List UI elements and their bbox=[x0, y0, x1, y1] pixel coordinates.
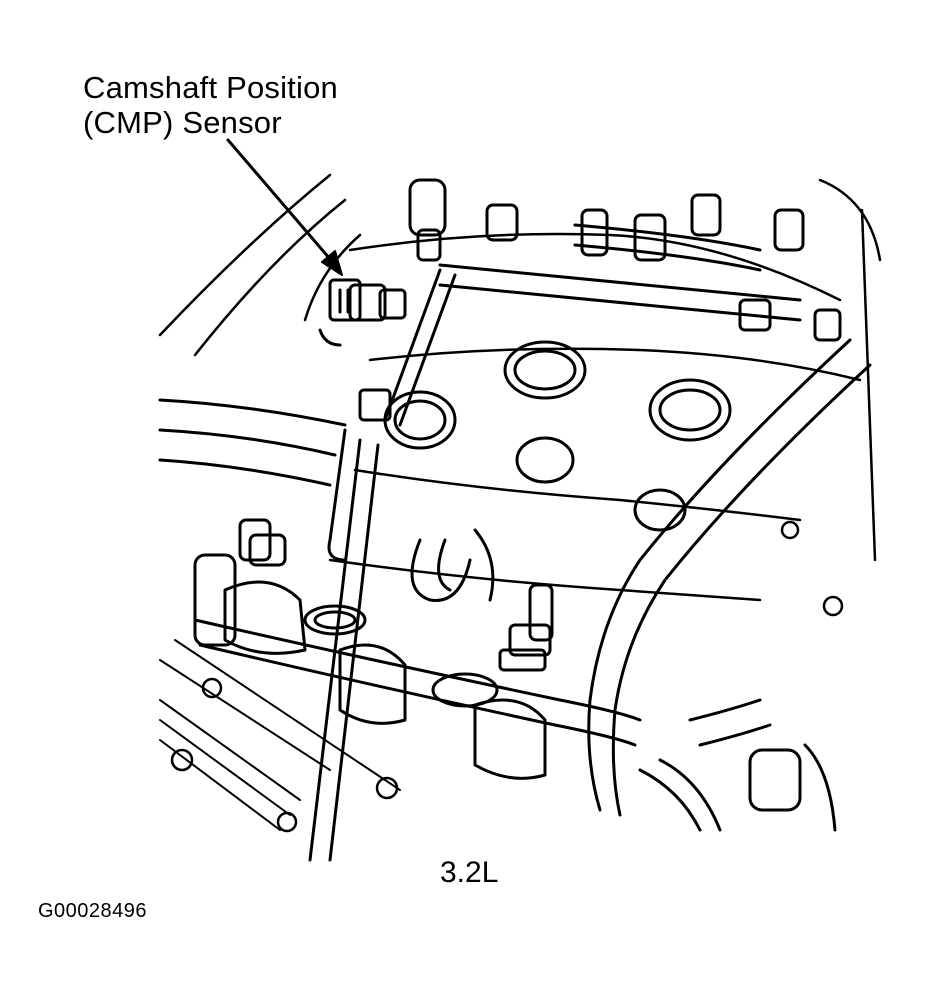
lower-cylinder-head bbox=[223, 580, 547, 780]
callout-label-line-2: (CMP) Sensor bbox=[83, 105, 282, 140]
injector-lower bbox=[498, 583, 554, 672]
upper-radiator-hose bbox=[158, 398, 347, 487]
fuel-rail-upper bbox=[438, 223, 802, 322]
lower-intake bbox=[303, 528, 499, 708]
leader-arrow bbox=[226, 138, 343, 276]
callout-label-cmp-sensor: Camshaft Position (CMP) Sensor bbox=[83, 70, 338, 140]
bolts bbox=[170, 520, 844, 833]
cmp-sensor bbox=[318, 278, 407, 347]
sensor-wiring bbox=[327, 268, 457, 562]
intake-ports bbox=[383, 340, 732, 532]
bracket-lower-right bbox=[638, 698, 837, 832]
cylinder-head bbox=[328, 232, 862, 602]
callout-label-line-1: Camshaft Position bbox=[83, 70, 338, 105]
figure-id: G00028496 bbox=[38, 900, 148, 922]
fuel-injectors-upper bbox=[408, 178, 842, 342]
engine-caption: 3.2L bbox=[440, 856, 499, 889]
fuel-rail-lower bbox=[193, 518, 642, 747]
cam-cover-ribs bbox=[159, 639, 401, 831]
engine-bay-outline bbox=[158, 173, 882, 562]
